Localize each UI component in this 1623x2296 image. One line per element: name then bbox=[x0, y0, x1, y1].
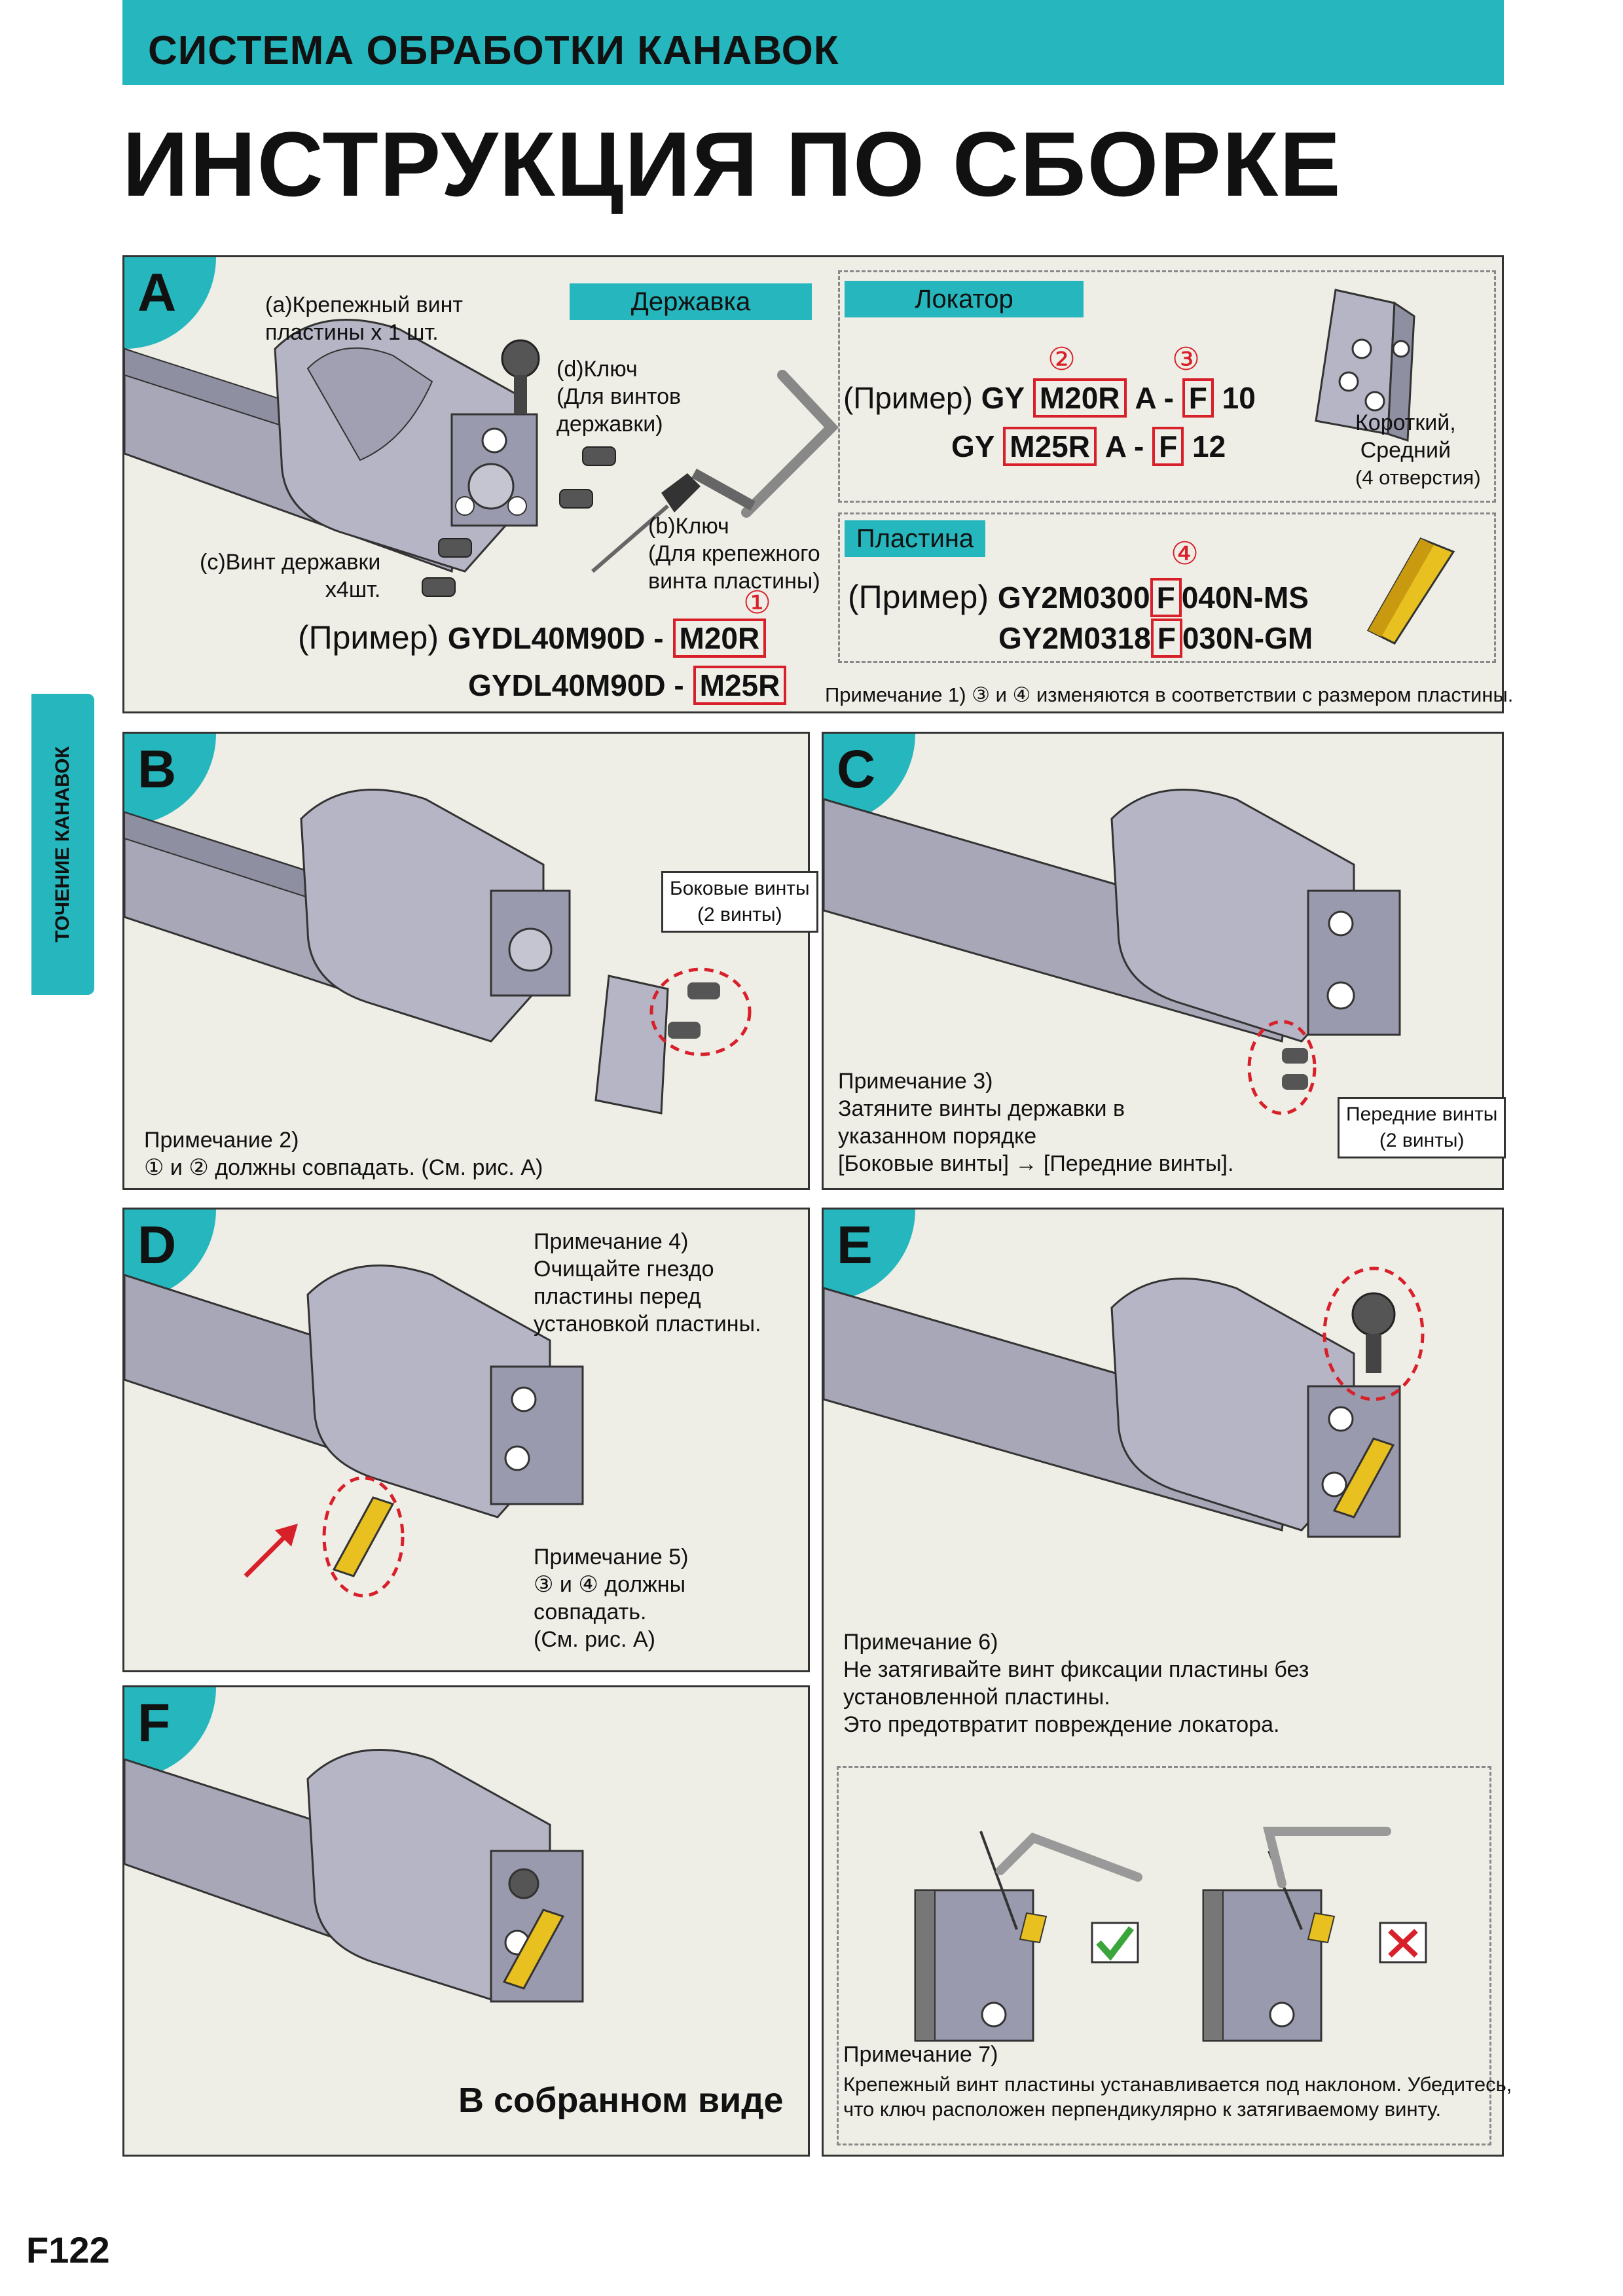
system-title: СИСТЕМА ОБРАБОТКИ КАНАВОК bbox=[148, 28, 839, 73]
insert-code: GY2M0300 bbox=[997, 581, 1150, 615]
holder-e-illustration bbox=[822, 1266, 1425, 1538]
holder-size-box: M25R bbox=[693, 666, 787, 705]
panel-a-letter: A bbox=[137, 263, 177, 323]
locator-illustration bbox=[1315, 289, 1415, 442]
holder-example-row-2: GYDL40M90D - M25R bbox=[468, 666, 787, 705]
panel-d: D Примечание 4) Очищайте гнездо пластины… bbox=[122, 1208, 810, 1672]
holder-example-row-1: (Пример) GYDL40M90D - M20R bbox=[298, 619, 767, 658]
locator-prefix: GY bbox=[951, 429, 995, 463]
note-4: Примечание 4) Очищайте гнездо пластины п… bbox=[534, 1229, 761, 1336]
page-title: ИНСТРУКЦИЯ ПО СБОРКЕ bbox=[122, 113, 1342, 215]
holder-exploded-illustration bbox=[123, 319, 839, 597]
holder-label: Державка bbox=[570, 283, 812, 320]
label-holder-screws: (c)Винт державки х4шт. bbox=[200, 550, 381, 602]
panel-c-letter: C bbox=[837, 740, 876, 799]
note-2: Примечание 2) ① и ② должны совпадать. (С… bbox=[144, 1128, 543, 1180]
locator-prefix: GY bbox=[981, 381, 1025, 415]
locator-holes-note: (4 отверстия) bbox=[1355, 466, 1481, 489]
holder-c-illustration bbox=[822, 789, 1401, 1115]
label-insert-key: (b)Ключ (Для крепежного винта пластины) bbox=[648, 514, 820, 594]
locator-type-note: Короткий, Средний bbox=[1355, 410, 1456, 463]
holder-f-assembled-illustration bbox=[123, 1749, 584, 2003]
holder-code: GYDL40M90D - bbox=[468, 668, 684, 702]
note-7: Крепежный винт пластины устанавливается … bbox=[843, 2073, 1512, 2121]
note-3: Примечание 3) Затяните винты державки в … bbox=[838, 1069, 1234, 1176]
locator-example-row-1: (Пример) GY M20R A - F 10 bbox=[843, 378, 1256, 418]
circle-number-1: ① bbox=[743, 586, 772, 620]
locator-example-row-2: GY M25R A - F 12 bbox=[951, 427, 1226, 466]
label-holder-key: (d)Ключ (Для винтов державки) bbox=[556, 357, 682, 437]
locator-mid: A - bbox=[1135, 381, 1174, 415]
example-word: (Пример) bbox=[848, 579, 989, 615]
locator-f-box: F bbox=[1182, 378, 1214, 418]
locator-label: Локатор bbox=[845, 281, 1084, 317]
locator-end: 10 bbox=[1222, 381, 1256, 415]
insert-f-box: F bbox=[1150, 619, 1182, 658]
panel-b: B Боковые винты (2 винты) Примечание 2) … bbox=[122, 732, 818, 1190]
circle-number-4: ④ bbox=[1171, 537, 1199, 571]
panel-a: A (a)Крепежный винт пластины x 1 шт. (d)… bbox=[122, 255, 1513, 713]
insert-code-end: 030N-GM bbox=[1182, 621, 1313, 655]
insert-f-box: F bbox=[1150, 578, 1182, 617]
holder-size-box: M20R bbox=[672, 619, 767, 658]
panel-b-letter: B bbox=[137, 740, 177, 799]
front-screws-callout: Передние винты (2 винты) bbox=[1338, 1097, 1506, 1158]
side-screws-callout: Боковые винты (2 винты) bbox=[661, 871, 818, 933]
wrench-angle-illustration bbox=[914, 1827, 1427, 2042]
circle-number-2: ② bbox=[1048, 342, 1076, 377]
note-5: Примечание 5) ③ и ④ должны совпадать. (С… bbox=[534, 1545, 689, 1652]
note-7-title: Примечание 7) bbox=[843, 2042, 998, 2067]
label-insert-screw: (a)Крепежный винт пластины x 1 шт. bbox=[265, 293, 463, 345]
circle-number-3: ③ bbox=[1172, 342, 1201, 377]
note-1: Примечание 1) ③ и ④ изменяются в соответ… bbox=[825, 683, 1514, 706]
holder-b-illustration bbox=[123, 789, 752, 1115]
locator-box bbox=[838, 270, 1496, 503]
insert-code: GY2M0318 bbox=[998, 621, 1151, 655]
section-tab bbox=[31, 694, 94, 995]
panel-f-letter: F bbox=[137, 1693, 171, 1753]
holder-d-illustration bbox=[123, 1265, 584, 1598]
insert-code-end: 040N-MS bbox=[1181, 581, 1309, 615]
panel-c: C Передние винты (2 винты) Примечание 3)… bbox=[822, 732, 1506, 1190]
locator-f-box: F bbox=[1152, 427, 1184, 466]
page-number: F122 bbox=[26, 2229, 110, 2270]
panel-d-letter: D bbox=[137, 1215, 177, 1275]
note-6: Примечание 6) Не затягивайте винт фиксац… bbox=[843, 1630, 1309, 1737]
insert-label: Пластина bbox=[845, 520, 985, 557]
holder-code: GYDL40M90D - bbox=[447, 621, 664, 655]
locator-end: 12 bbox=[1192, 429, 1226, 463]
header-bar bbox=[122, 0, 1504, 85]
insert-box bbox=[838, 512, 1496, 663]
example-word: (Пример) bbox=[298, 619, 439, 656]
assembled-caption: В собранном виде bbox=[458, 2081, 784, 2120]
insert-illustration bbox=[1366, 537, 1455, 645]
section-tab-label: ТОЧЕНИЕ КАНАВОК bbox=[52, 746, 73, 942]
locator-size-box: M25R bbox=[1003, 427, 1097, 466]
note-7-box bbox=[837, 1766, 1491, 2145]
locator-mid: A - bbox=[1104, 429, 1144, 463]
example-word: (Пример) bbox=[843, 381, 973, 415]
panel-e-letter: E bbox=[837, 1215, 873, 1275]
panel-f: F В собранном виде bbox=[122, 1685, 810, 2157]
locator-size-box: M20R bbox=[1032, 378, 1127, 418]
panel-e: E Примечание 6) Не затягивайте винт фикс… bbox=[822, 1208, 1512, 2157]
